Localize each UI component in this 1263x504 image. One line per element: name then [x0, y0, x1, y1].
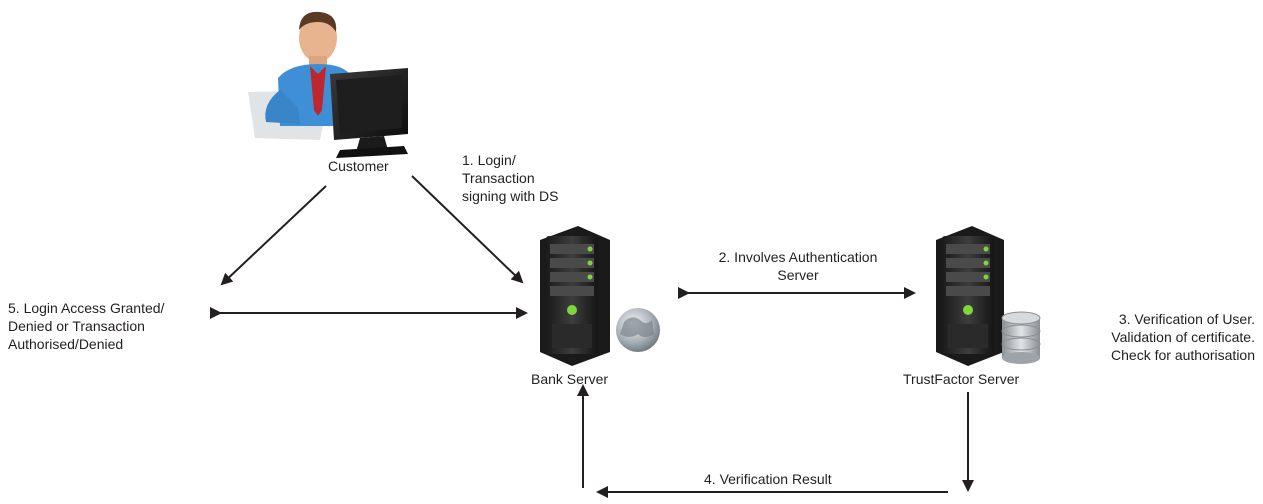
- bank-server-label: Bank Server: [531, 371, 609, 387]
- step1-line: Transaction: [462, 170, 535, 186]
- step2-label: 2. Involves Authentication Server: [698, 248, 898, 284]
- step5-line: Authorised/Denied: [8, 336, 124, 352]
- trustfactor-server-label: TrustFactor Server: [903, 371, 1020, 387]
- step1-line: signing with DS: [462, 188, 559, 204]
- step3-line: Check for authorisation: [1111, 347, 1255, 363]
- step5-line: 5. Login Access Granted/: [8, 300, 165, 316]
- customer-label: Customer: [328, 158, 389, 174]
- server-globe-icon: [540, 226, 660, 366]
- arrow-customer-to-bank: [411, 175, 524, 284]
- step5-line: Denied or Transaction: [8, 318, 145, 334]
- server-database-icon: [936, 226, 1041, 366]
- arrow-customer-to-result: [220, 185, 327, 286]
- step4-label: 4. Verification Result: [704, 470, 832, 488]
- step3-line: 3. Verification of User.: [1118, 311, 1255, 327]
- step1-line: 1. Login/: [462, 152, 516, 168]
- step1-label: 1. Login/ Transaction signing with DS: [462, 151, 559, 205]
- step3-label: 3. Verification of User. Validation of c…: [1073, 310, 1255, 364]
- step2-line: 2. Involves Authentication: [718, 249, 878, 265]
- step2-line: Server: [777, 267, 819, 283]
- step5-label: 5. Login Access Granted/ Denied or Trans…: [8, 299, 164, 353]
- step4-line: 4. Verification Result: [704, 471, 832, 487]
- step3-line: Validation of certificate.: [1111, 329, 1255, 345]
- customer-computer-icon: [248, 11, 408, 158]
